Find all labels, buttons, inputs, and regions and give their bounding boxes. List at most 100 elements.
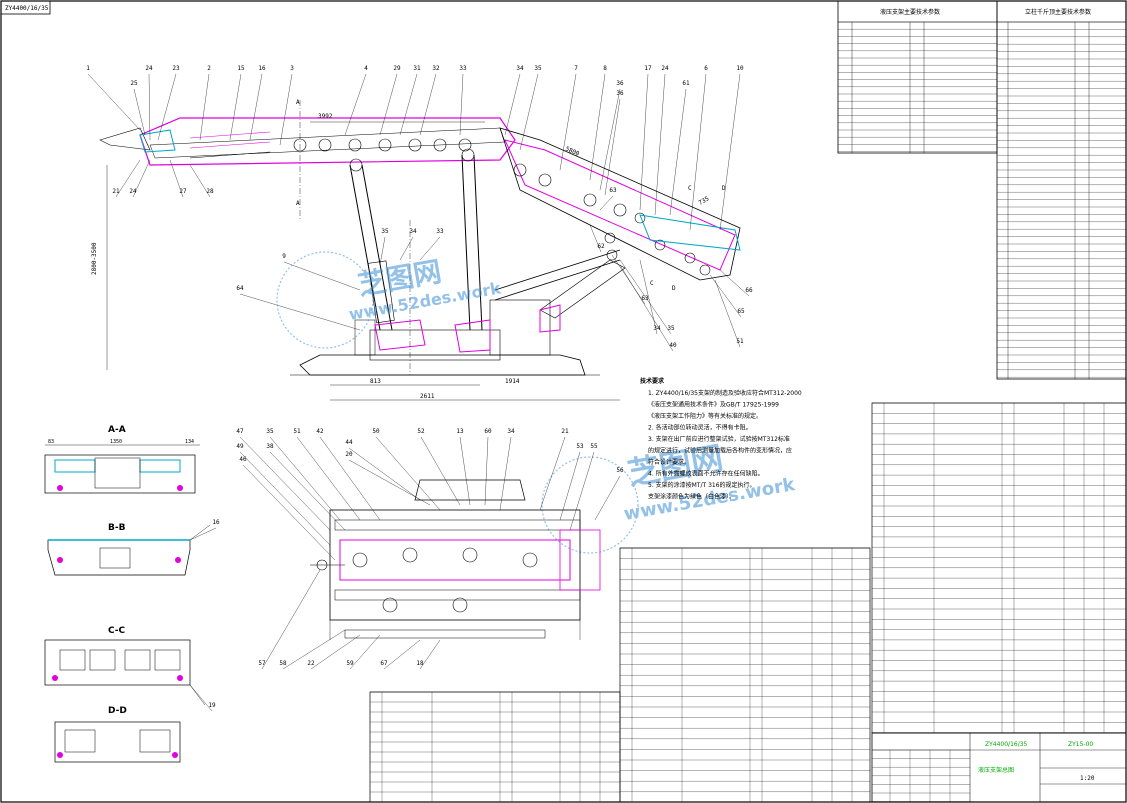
balloon-number: 31 — [413, 65, 421, 72]
part-balloon: 6 — [689, 65, 708, 231]
part-balloon: 9 — [282, 253, 361, 291]
part-balloon: 44 — [345, 439, 421, 501]
section-label-aa: A-A — [108, 425, 126, 435]
part-balloon: 55 — [569, 443, 598, 531]
balloon-number: 59 — [346, 660, 354, 667]
balloon-number: 4 — [364, 65, 368, 72]
part-balloon: 42 — [316, 428, 381, 521]
title-block-scale: 1:20 — [1080, 775, 1095, 782]
svg-text:D: D — [672, 285, 676, 292]
balloon-number: 62 — [597, 243, 605, 250]
part-balloon: 47 — [236, 428, 331, 531]
balloon-number: 49 — [236, 443, 244, 450]
part-balloon: 34 — [639, 259, 661, 335]
balloon-number: 63 — [609, 187, 617, 194]
part-balloon: 51 — [293, 428, 361, 521]
balloon-number: 35 — [266, 428, 274, 435]
balloon-number: 33 — [459, 65, 467, 72]
balloon-number: 34 — [516, 65, 524, 72]
part-balloon: 34 — [399, 228, 417, 261]
dim-aa-right: 134 — [185, 439, 194, 445]
spec-table-cylinder: 立柱千斤顶主要技术参数 — [996, 0, 1127, 380]
balloon-number: 34 — [653, 325, 661, 332]
spec-table-support-title: 液压支架主要技术参数 — [880, 8, 940, 16]
part-balloon: 35 — [379, 228, 389, 266]
note-line: 4. 所有外露螺纹表面不允许存在任何缺陷。 — [648, 470, 764, 478]
balloon-number: 23 — [172, 65, 180, 72]
balloon-number: 36 — [616, 80, 624, 87]
dim-forepole-2: 735 — [698, 195, 711, 207]
note-line: 的规定进行，试验后测量加载后各构件的变形情况，应 — [648, 447, 792, 455]
part-balloon: 60 — [484, 428, 492, 506]
part-balloon: 24 — [145, 65, 153, 141]
part-balloon: 63 — [599, 187, 617, 211]
part-balloon: 36 — [599, 80, 624, 191]
svg-text:D: D — [722, 185, 726, 192]
balloon-number: 65 — [737, 308, 745, 315]
note-line: 符合设计要求。 — [648, 458, 690, 466]
part-balloon: 52 — [417, 428, 461, 506]
balloon-number: 55 — [590, 443, 598, 450]
dim-aa-width: 1350 — [110, 439, 122, 445]
balloon-number: 61 — [682, 80, 690, 87]
note-line: 《液压支架工作阻力》等有关标准的规定。 — [648, 412, 762, 420]
title-block: ZY4400/16/35 ZY15-00 液压支架总图 1:20 — [871, 732, 1127, 803]
balloon-number: 58 — [279, 660, 287, 667]
balloon-number: 35 — [667, 325, 675, 332]
part-balloon: 22 — [307, 634, 361, 670]
balloon-number: 60 — [484, 428, 492, 435]
balloon-number: 40 — [669, 342, 677, 349]
part-balloon: 38 — [266, 443, 346, 531]
part-balloon: 40 — [619, 264, 677, 352]
balloon-number: 8 — [603, 65, 607, 72]
balloon-number: 34 — [507, 428, 515, 435]
part-balloon: 20 — [345, 451, 431, 506]
part-balloon: 4 — [344, 65, 368, 136]
section-label-dd: D-D — [108, 706, 127, 716]
dim-base-total: 2611 — [420, 393, 435, 400]
balloon-number: 56 — [616, 467, 624, 474]
balloon-number: 33 — [436, 228, 444, 235]
part-balloon: 24 — [654, 65, 669, 216]
part-balloon: 15 — [229, 65, 245, 141]
dim-height-range: 2800-3500 — [91, 242, 98, 275]
part-balloon: 34 — [504, 65, 524, 136]
part-balloon: 33 — [419, 228, 444, 261]
dim-aa-left: 83 — [48, 439, 54, 445]
balloon-number: 25 — [130, 80, 138, 87]
parts-list-bottom-left — [369, 691, 621, 803]
part-balloon: 16 — [189, 519, 220, 541]
balloon-number: 35 — [381, 228, 389, 235]
balloon-number: 50 — [372, 428, 380, 435]
part-balloon: 56 — [594, 467, 624, 521]
part-balloon: 21 — [112, 159, 141, 198]
balloon-number: 46 — [239, 456, 247, 463]
part-balloon: 27 — [169, 159, 187, 198]
part-balloon: 31 — [399, 65, 421, 136]
balloon-number: 51 — [293, 428, 301, 435]
title-block-drawing-no: ZY15-00 — [1068, 741, 1093, 748]
balloon-number: 17 — [644, 65, 652, 72]
balloon-number: 24 — [661, 65, 669, 72]
part-balloon: 33 — [459, 65, 467, 136]
balloon-number: 35 — [534, 65, 542, 72]
title-block-name: 液压支架总图 — [978, 766, 1014, 774]
balloon-number: 22 — [307, 660, 315, 667]
note-line: 1. ZY4400/16/35支架的制造及验收应符合MT312-2000 — [648, 389, 802, 397]
balloon-number: 53 — [576, 443, 584, 450]
note-line: 支架涂漆颜色为绿色（白色漆）。 — [648, 493, 735, 501]
balloon-number: 38 — [266, 443, 274, 450]
parts-list-right — [871, 402, 1127, 734]
part-balloon: 35 — [619, 259, 675, 335]
spec-table-cylinder-title: 立柱千斤顶主要技术参数 — [1025, 8, 1091, 16]
part-balloon: 17 — [639, 65, 652, 211]
balloon-number: 64 — [236, 285, 244, 292]
part-balloon: 2 — [199, 65, 211, 141]
part-balloon: 8 — [589, 65, 607, 181]
part-balloon: 21 — [539, 428, 569, 511]
balloon-number: 67 — [380, 660, 388, 667]
balloon-number: 16 — [212, 519, 220, 526]
part-balloon: 19 — [189, 684, 216, 712]
